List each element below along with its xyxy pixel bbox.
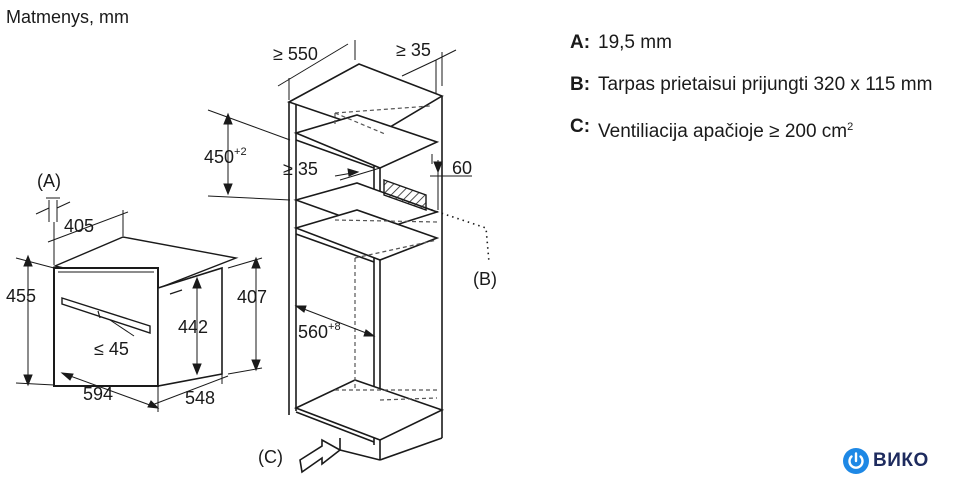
diagram-title: Matmenys, mm bbox=[6, 7, 129, 27]
dim-oven-side-height: 407 bbox=[237, 287, 267, 307]
dim-oven-height: 455 bbox=[6, 286, 36, 306]
dim-cabinet-depth: ≥ 550 bbox=[273, 44, 318, 64]
cabinet-dimension-lines bbox=[207, 40, 472, 337]
dim-niche-width: 560+8 bbox=[298, 321, 341, 342]
brand-logo: ВИКО bbox=[842, 446, 929, 476]
connection-leader-b bbox=[425, 207, 490, 263]
legend-key: C: bbox=[570, 116, 591, 137]
legend-key: A: bbox=[570, 32, 591, 53]
legend-text: 19,5 mm bbox=[598, 32, 672, 53]
dim-rear-gap: ≥ 35 bbox=[396, 40, 431, 60]
ventilation-arrow-c bbox=[299, 438, 342, 474]
cabinet-drawing bbox=[287, 63, 445, 461]
power-icon bbox=[843, 448, 869, 474]
dim-oven-depth-top: 405 bbox=[64, 216, 94, 236]
legend-item-a: A: 19,5 mm bbox=[570, 32, 960, 54]
dim-shelf-gap: ≥ 35 bbox=[283, 159, 318, 179]
legend-item-c: C: Ventiliacija apačioje ≥ 200 cm2 bbox=[570, 116, 960, 143]
dim-handle-gap: ≤ 45 bbox=[94, 339, 129, 359]
legend: A: 19,5 mm B: Tarpas prietaisui prijungt… bbox=[570, 32, 960, 163]
dim-oven-depth: 548 bbox=[185, 388, 215, 408]
dim-shelf-thickness: 60 bbox=[452, 158, 472, 178]
cabinet-hidden-lines bbox=[334, 105, 438, 401]
dim-niche-height: 450+2 bbox=[204, 146, 247, 167]
legend-text: Ventiliacija apačioje ≥ 200 cm bbox=[598, 121, 848, 142]
legend-key: B: bbox=[570, 74, 591, 95]
label-c: (C) bbox=[258, 447, 283, 467]
legend-text: Tarpas prietaisui prijungti 320 x 115 mm bbox=[598, 74, 933, 95]
label-b: (B) bbox=[473, 269, 497, 289]
connection-area-b bbox=[383, 179, 427, 211]
dim-oven-front-height: 442 bbox=[178, 317, 208, 337]
legend-item-b: B: Tarpas prietaisui prijungti 320 x 115… bbox=[570, 74, 960, 96]
oven-dimension-lines bbox=[15, 197, 263, 412]
label-a: (A) bbox=[37, 171, 61, 191]
dim-oven-width: 594 bbox=[83, 384, 113, 404]
legend-superscript: 2 bbox=[847, 121, 854, 133]
oven-drawing bbox=[52, 236, 239, 387]
brand-name: ВИКО bbox=[873, 450, 929, 471]
